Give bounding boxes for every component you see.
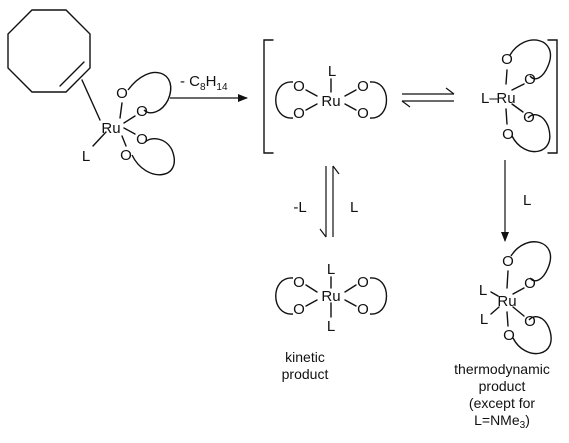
acac-ligand-arc <box>275 277 294 315</box>
oxygen-atom: O <box>293 301 305 318</box>
thermodynamic-product-caption: L=NMe3) <box>474 412 530 431</box>
ru-o-bond <box>344 89 357 97</box>
ligand-l-atom: L <box>480 311 488 328</box>
oxygen-atom: O <box>502 253 514 270</box>
ligand-addition-label-right: L <box>523 192 531 209</box>
oxygen-atom: O <box>357 78 369 95</box>
alkene-ru-bond <box>81 79 101 121</box>
ru-o-bond <box>121 135 127 147</box>
ru-o-bond <box>119 102 123 119</box>
ligand-l-bonded-label: L– <box>481 90 498 107</box>
oxygen-atom: O <box>524 275 536 292</box>
oxygen-atom: O <box>116 85 128 102</box>
oxygen-atom: O <box>524 71 536 88</box>
ruthenium-atom: Ru <box>321 288 340 305</box>
ru-o-bond <box>512 306 525 317</box>
starting-complex: O O O O Ru L <box>7 9 175 176</box>
oxygen-atom: O <box>357 105 369 122</box>
ru-o-bond <box>511 103 524 113</box>
oxygen-atom: O <box>503 327 515 344</box>
oxygen-atom: O <box>136 131 148 148</box>
ru-o-bond <box>344 299 357 307</box>
acac-ligand-arc <box>509 39 551 80</box>
kinetic-product: L Ru L O O O O <box>275 261 388 335</box>
ruthenium-atom: Ru <box>101 120 120 137</box>
oxygen-atom: O <box>357 301 369 318</box>
oxygen-atom: O <box>120 147 132 164</box>
ru-l-bond <box>92 131 107 147</box>
square-pyramidal-intermediate: L Ru O O O O <box>275 63 388 122</box>
kinetic-product-caption: product <box>282 366 329 382</box>
ru-o-bond <box>123 115 136 124</box>
oxygen-atom: O <box>293 78 305 95</box>
ru-o-bond <box>344 103 357 111</box>
oxygen-atom: O <box>293 105 305 122</box>
thermodynamic-product-caption: product <box>479 378 526 394</box>
thermodynamic-path-arrow: L <box>501 160 531 242</box>
ru-o-bond <box>511 83 525 91</box>
ligand-addition-equilibrium-arrows: -L L <box>293 165 358 238</box>
ligand-l-atom: L <box>328 63 336 80</box>
oxygen-atom: O <box>523 109 535 126</box>
ru-o-bond <box>305 299 318 307</box>
cyclooctene-loss-label: - C8H14 <box>180 73 228 93</box>
ligand-l-atom: L <box>479 282 487 299</box>
acac-ligand-arc <box>512 316 552 355</box>
ligand-addition-label: L <box>350 199 358 216</box>
left-bracket <box>263 39 274 154</box>
alkene-double-bond <box>59 61 85 87</box>
basal-l-intermediate: L– Ru O O O O <box>481 39 551 153</box>
ru-o-bond <box>305 284 318 293</box>
ru-o-bond <box>506 311 509 327</box>
acac-ligand-arc <box>510 241 551 282</box>
ruthenium-atom: Ru <box>496 90 515 107</box>
ru-o-bond <box>344 284 357 293</box>
ru-l-bond <box>490 291 499 297</box>
ru-o-bond <box>123 127 136 135</box>
thermodynamic-product-caption: thermodynamic <box>454 361 550 377</box>
oxygen-atom: O <box>524 313 536 330</box>
thermodynamic-product: L L Ru O O O O <box>479 241 552 355</box>
ru-o-bond <box>305 89 318 97</box>
ru-o-bond <box>506 270 509 289</box>
acac-ligand-arc <box>275 81 294 119</box>
ligand-l-atom: L <box>327 318 335 335</box>
cyclooctene-ring <box>7 9 91 93</box>
ligand-loss-label: -L <box>293 199 306 216</box>
ruthenium-atom: Ru <box>497 293 516 310</box>
acac-ligand-arc <box>369 81 388 119</box>
ru-l-bond <box>490 306 500 315</box>
acac-ligand-arc <box>131 138 175 176</box>
cyclooctene-loss-arrow: - C8H14 <box>170 73 248 102</box>
oxygen-atom: O <box>501 51 513 68</box>
ru-o-bond <box>505 69 508 85</box>
isomerization-equilibrium-arrows <box>401 87 455 108</box>
acac-ligand-arc <box>369 277 388 315</box>
oxygen-atom: O <box>357 274 369 291</box>
ru-o-bond <box>505 108 508 125</box>
oxygen-atom: O <box>502 126 514 143</box>
ligand-l-atom: L <box>327 261 335 278</box>
thermodynamic-product-caption: (except for <box>469 395 535 411</box>
kinetic-product-caption: kinetic <box>285 349 325 365</box>
right-bracket <box>547 39 558 154</box>
acac-ligand-arc <box>127 71 172 114</box>
acac-ligand-arc <box>511 114 551 153</box>
ru-o-bond <box>305 103 318 111</box>
oxygen-atom: O <box>293 274 305 291</box>
ru-o-bond <box>512 287 525 295</box>
ruthenium-atom: Ru <box>321 93 340 110</box>
ligand-l-atom: L <box>82 148 90 165</box>
oxygen-atom: O <box>136 103 148 120</box>
